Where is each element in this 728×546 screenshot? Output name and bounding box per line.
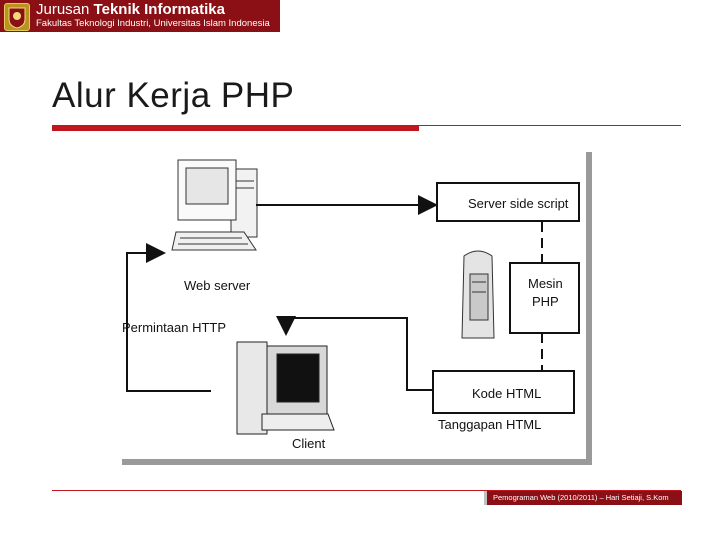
title-rule bbox=[419, 125, 681, 126]
mesin-php-box bbox=[509, 262, 580, 334]
client-computer-icon bbox=[236, 341, 335, 435]
slide-title: Alur Kerja PHP bbox=[52, 76, 295, 115]
server-side-script-label: Server side script bbox=[468, 196, 569, 211]
title-underline bbox=[52, 125, 419, 131]
kode-html-box bbox=[432, 370, 575, 414]
php-label: PHP bbox=[532, 294, 559, 309]
response-arrow bbox=[276, 316, 433, 391]
diagram-panel: Web server Server side script Mesin PHP … bbox=[116, 146, 586, 459]
faculty-name: Fakultas Teknologi Industri, Universitas… bbox=[36, 18, 270, 29]
mesin-label: Mesin bbox=[528, 276, 563, 291]
header-banner: Jurusan Teknik Informatika Fakultas Tekn… bbox=[0, 0, 280, 32]
kode-html-label: Kode HTML bbox=[472, 386, 542, 401]
server-tower-icon bbox=[461, 250, 495, 339]
client-label: Client bbox=[292, 436, 326, 451]
flow-diagram bbox=[126, 159, 580, 435]
web-server-label: Web server bbox=[184, 278, 251, 293]
university-crest-icon bbox=[4, 3, 30, 31]
http-request-arrow bbox=[126, 243, 211, 392]
permintaan-http-label: Permintaan HTTP bbox=[122, 320, 227, 335]
web-server-computer-icon bbox=[171, 159, 258, 251]
department-name: Jurusan Teknik Informatika bbox=[36, 1, 225, 18]
footer-text: Pemograman Web (2010/2011) – Hari Setiaj… bbox=[493, 493, 669, 502]
server-side-script-box bbox=[436, 182, 580, 222]
tanggapan-html-label: Tanggapan HTML bbox=[438, 417, 542, 432]
footer-rule bbox=[52, 490, 681, 491]
footer-badge: Pemograman Web (2010/2011) – Hari Setiaj… bbox=[484, 491, 682, 505]
